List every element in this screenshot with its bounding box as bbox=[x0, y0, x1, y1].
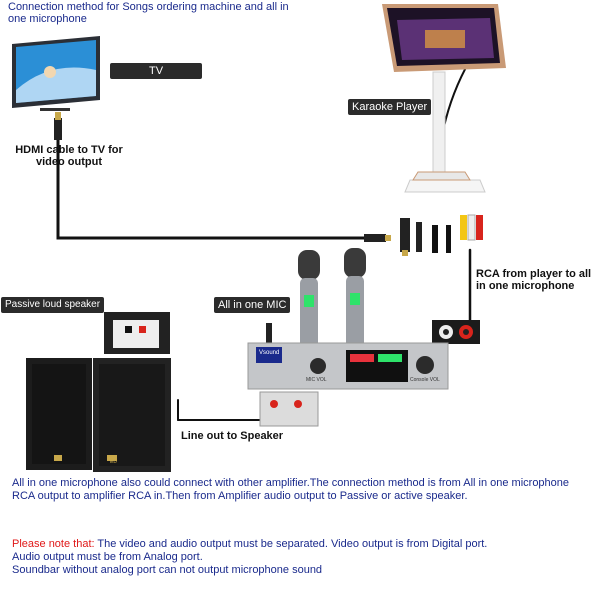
player-output-plugs bbox=[400, 214, 483, 256]
notice-line-2: Audio output must be from Analog port. bbox=[12, 551, 203, 563]
notice-block: Please note that: The video and audio ou… bbox=[12, 538, 572, 577]
receiver-brand: Vsound bbox=[259, 350, 280, 356]
tv-label: TV bbox=[110, 63, 202, 79]
notice-text: The video and audio output must be separ… bbox=[94, 538, 488, 550]
hdmi-plug-icon bbox=[54, 118, 62, 140]
notice-line-3: Soundbar without analog port can not out… bbox=[12, 564, 323, 576]
karaoke-player-label: Karaoke Player bbox=[348, 99, 432, 115]
receiver-icon bbox=[247, 323, 449, 427]
hdmi-label: HDMI cable to TV for video output bbox=[15, 144, 123, 168]
rca-jack-icon bbox=[432, 320, 480, 344]
note-paragraph: All in one microphone also could connect… bbox=[12, 477, 570, 502]
page-title: Connection method for Songs ordering mac… bbox=[8, 1, 289, 25]
notice-prefix: Please note that: bbox=[12, 538, 95, 550]
speaker-brand: ED bbox=[110, 459, 117, 465]
hdmi-cable bbox=[56, 138, 374, 240]
all-in-one-mic-label: All in one MIC bbox=[214, 297, 291, 313]
mic-vol-label: MIC VOL bbox=[306, 377, 327, 383]
speaker-icon bbox=[26, 312, 171, 472]
rca-label: RCA from player to all in one microphone bbox=[476, 268, 592, 292]
microphone-icon bbox=[298, 248, 366, 350]
line-out-label: Line out to Speaker bbox=[181, 430, 284, 442]
tv-icon bbox=[12, 36, 100, 111]
passive-speaker-label: Passive loud speaker bbox=[1, 297, 105, 313]
karaoke-player-icon bbox=[382, 4, 506, 193]
console-vol-label: Console VOL bbox=[410, 377, 440, 383]
